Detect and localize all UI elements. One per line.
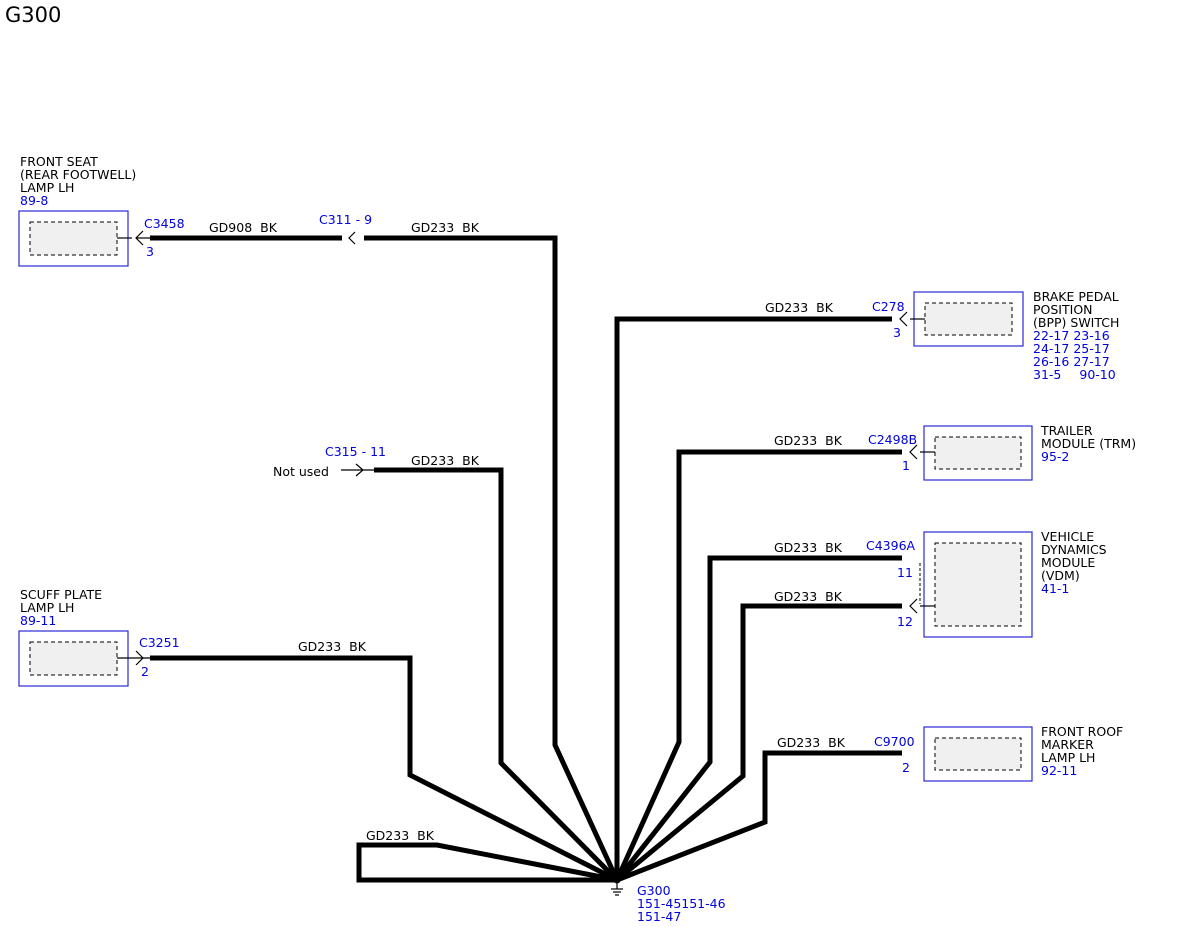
scuff-label-1: SCUFF PLATE xyxy=(20,587,102,602)
inline-connector-c311[interactable]: C311-9 xyxy=(319,212,372,245)
svg-text:C311-9: C311-9 xyxy=(319,212,372,227)
pin-c9700: 2 xyxy=(902,760,910,775)
connector-c9700: C9700 xyxy=(874,734,915,749)
svg-text:C315-11: C315-11 xyxy=(325,444,386,459)
wire-gd233-c315[interactable] xyxy=(374,467,619,882)
ground-name: G300 xyxy=(637,883,671,898)
component-trailer-module[interactable]: C2498B 1 TRAILER MODULE (TRM) 95-2 xyxy=(868,423,1136,481)
connector-arrow-icon xyxy=(899,311,908,327)
bpp-inner xyxy=(924,302,1013,336)
wire-group xyxy=(150,235,902,883)
wire-gd233-c311[interactable] xyxy=(364,235,620,882)
ground-ref-2: 151-46 xyxy=(681,896,725,911)
connector-arrow-icon xyxy=(909,598,918,614)
vdm-label-1: VEHICLE xyxy=(1041,529,1094,544)
vdm-inner xyxy=(934,542,1022,627)
vdm-label-2: DYNAMICS xyxy=(1041,542,1107,557)
wire-gd233-c4396a-11[interactable] xyxy=(615,555,902,882)
vdm-label-3: MODULE xyxy=(1041,555,1095,570)
component-bpp-switch[interactable]: C278 3 BRAKE PEDAL POSITION (BPP) SWITCH… xyxy=(872,289,1119,382)
bpp-label-3: (BPP) SWITCH xyxy=(1033,315,1119,330)
component-front-seat-lamp[interactable]: FRONT SEAT (REAR FOOTWELL) LAMP LH 89-8 … xyxy=(18,154,185,267)
roof-marker-label-3: LAMP LH xyxy=(1041,750,1095,765)
connector-arrow-icon xyxy=(135,650,144,666)
scuff-ref: 89-11 xyxy=(20,613,56,628)
scuff-inner xyxy=(29,641,118,676)
bpp-label-2: POSITION xyxy=(1033,302,1093,317)
wire-gd233-c9700[interactable] xyxy=(616,750,902,883)
pin-c2498b: 1 xyxy=(902,458,910,473)
pin-c3458: 3 xyxy=(146,244,154,259)
page-title: G300 xyxy=(5,3,61,27)
component-scuff-plate-lamp[interactable]: SCUFF PLATE LAMP LH 89-11 C3251 2 xyxy=(18,587,180,687)
svg-text:151-45151-46: 151-45151-46 xyxy=(637,896,726,911)
connector-c3251: C3251 xyxy=(139,635,180,650)
c311-pin: 9 xyxy=(364,212,372,227)
roof-marker-label-2: MARKER xyxy=(1041,737,1094,752)
scuff-label-2: LAMP LH xyxy=(20,600,74,615)
connector-c4396a: C4396A xyxy=(866,538,916,553)
trm-label-2: MODULE (TRM) xyxy=(1041,436,1136,451)
wire-gd233-c2498b[interactable] xyxy=(614,449,902,882)
c311-label: C311 xyxy=(319,212,352,227)
wire-gd233-c3251[interactable] xyxy=(150,655,619,883)
c315-not-used: Not used xyxy=(273,464,329,479)
wire-gd233-c4396a-12[interactable] xyxy=(615,603,902,882)
roof-marker-inner xyxy=(934,737,1022,771)
wire-gd233-loop[interactable] xyxy=(356,842,618,883)
pin-c4396a-12: 12 xyxy=(897,614,913,629)
trm-ref: 95-2 xyxy=(1041,449,1069,464)
component-front-roof-marker[interactable]: C9700 2 FRONT ROOF MARKER LAMP LH 92-11 xyxy=(874,724,1123,782)
wire-gd233-c278[interactable] xyxy=(614,316,892,880)
front-seat-label-3: LAMP LH xyxy=(20,180,74,195)
vdm-label-4: (VDM) xyxy=(1041,568,1080,583)
ground-ref-1: 151-45 xyxy=(637,896,681,911)
connector-c3458: C3458 xyxy=(144,216,185,231)
inline-connector-c315[interactable]: C315-11 Not used xyxy=(273,444,386,479)
connector-arrow-icon xyxy=(348,231,356,245)
c315-label: C315 xyxy=(325,444,358,459)
connector-c278: C278 xyxy=(872,299,905,314)
trm-label-1: TRAILER xyxy=(1040,423,1093,438)
connector-c2498b: C2498B xyxy=(868,432,917,447)
trm-inner xyxy=(934,436,1022,470)
ground-ref-3: 151-47 xyxy=(637,909,681,924)
vdm-ref: 41-1 xyxy=(1041,581,1069,596)
component-vdm[interactable]: C4396A 11 12 VEHICLE DYNAMICS MODULE (VD… xyxy=(866,529,1107,638)
connector-arrow-icon xyxy=(909,444,918,460)
front-seat-label-2: (REAR FOOTWELL) xyxy=(20,167,136,182)
roof-marker-label-1: FRONT ROOF xyxy=(1041,724,1123,739)
front-seat-inner xyxy=(29,221,118,256)
pin-c4396a-11: 11 xyxy=(897,565,913,580)
ground-g300[interactable]: G300 151-45151-46 151-47 xyxy=(611,876,726,925)
front-seat-label-1: FRONT SEAT xyxy=(20,154,98,169)
bpp-label-1: BRAKE PEDAL xyxy=(1033,289,1119,304)
roof-marker-ref: 92-11 xyxy=(1041,763,1077,778)
front-seat-ref: 89-8 xyxy=(20,193,48,208)
pin-c278: 3 xyxy=(893,325,901,340)
c315-pin: 11 xyxy=(370,444,386,459)
pin-c3251: 2 xyxy=(141,664,149,679)
